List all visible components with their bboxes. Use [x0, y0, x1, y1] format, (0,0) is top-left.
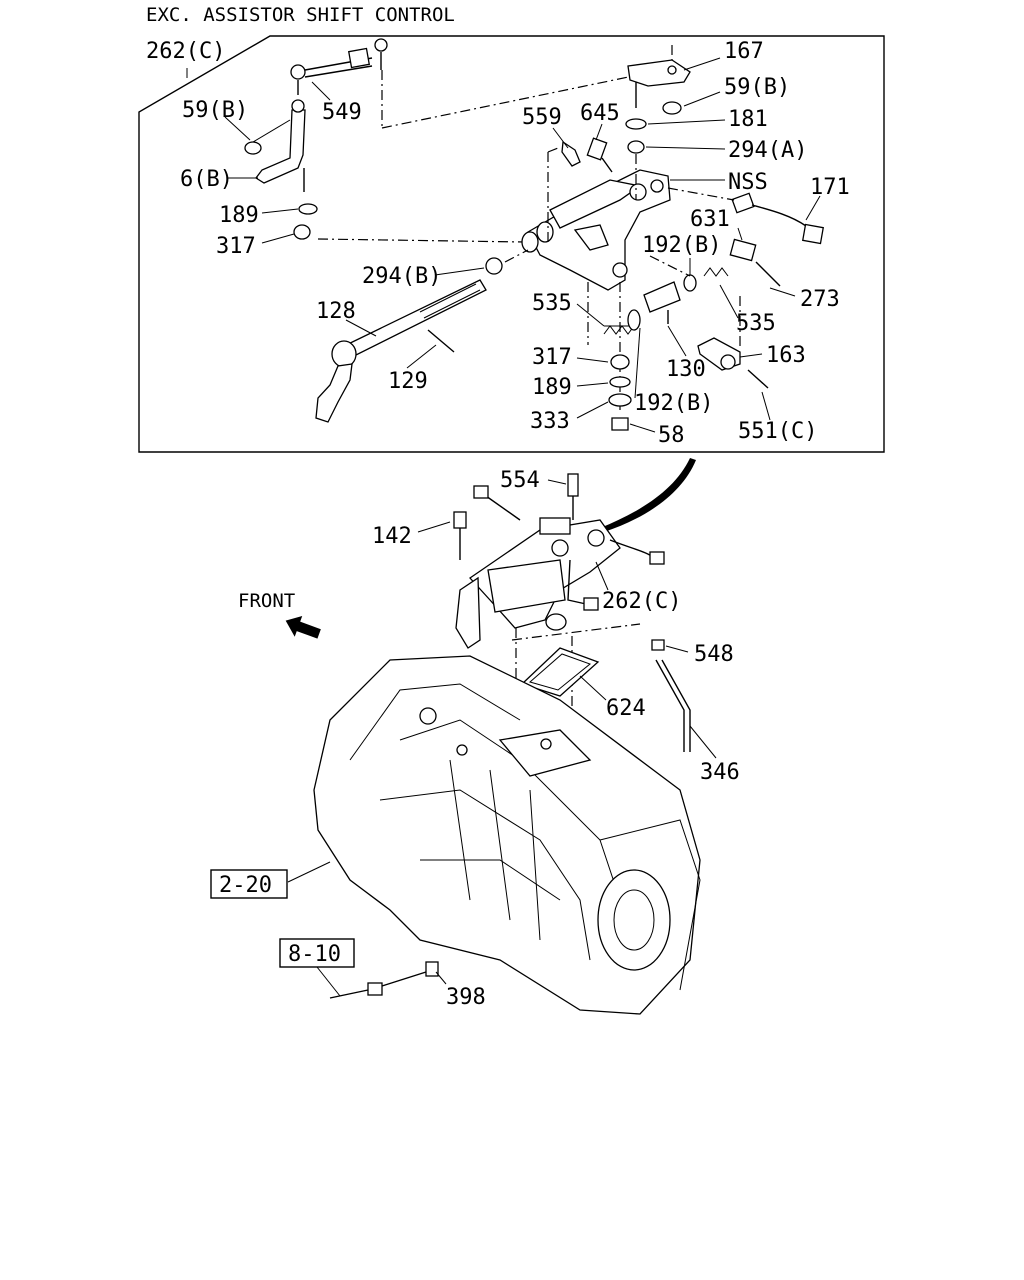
label-554: 554	[500, 468, 540, 493]
washer-192b-top	[683, 274, 697, 292]
inset-labels: 549 59(B) 6(B) 189 317 294(B) 128 129 55…	[180, 39, 850, 448]
oring-189-top	[298, 203, 318, 215]
label-551c: 551(C)	[738, 419, 817, 444]
label-129: 129	[388, 369, 428, 394]
ref-2-20: 2-20	[219, 873, 272, 898]
bushing-294b	[485, 257, 503, 275]
label-6b: 6(B)	[180, 167, 233, 192]
hose-346	[655, 659, 691, 752]
washer-333	[608, 393, 632, 407]
label-273: 273	[800, 287, 840, 312]
label-294b: 294(B)	[362, 264, 441, 289]
bolt-554	[567, 473, 579, 520]
leader-lines-main	[287, 479, 717, 997]
shift-control-assembly	[455, 485, 665, 649]
label-317-bottom: 317	[532, 345, 572, 370]
sensor-398	[329, 961, 439, 999]
label-167: 167	[724, 39, 764, 64]
pin-551c	[747, 369, 769, 389]
label-189-bottom: 189	[532, 375, 572, 400]
label-624: 624	[606, 696, 646, 721]
label-262c: 262(C)	[602, 589, 681, 614]
pin-273	[755, 261, 781, 287]
shift-housing	[521, 169, 671, 291]
label-294a: 294(A)	[728, 138, 807, 163]
label-130: 130	[666, 357, 706, 382]
nut-58	[611, 417, 629, 431]
label-645: 645	[580, 101, 620, 126]
transmission-case	[313, 655, 701, 1015]
callout-arrow	[600, 458, 696, 532]
bushing-294a	[627, 140, 645, 154]
label-nss: NSS	[728, 170, 768, 195]
label-631: 631	[690, 207, 730, 232]
gasket-624	[520, 647, 600, 697]
label-128: 128	[316, 299, 356, 324]
plunger-130	[643, 281, 681, 324]
label-59b-left: 59(B)	[182, 98, 248, 123]
bushing-317-top	[293, 224, 311, 240]
bolt-142	[453, 511, 467, 560]
label-181: 181	[728, 107, 768, 132]
label-58: 58	[658, 423, 685, 448]
label-333: 333	[530, 409, 570, 434]
washer-192b-bottom	[627, 309, 641, 331]
label-192b-bottom: 192(B)	[634, 391, 713, 416]
ref-box-2-20	[210, 869, 288, 899]
fitting-559	[561, 140, 581, 167]
pin-129	[427, 329, 455, 353]
part-631	[729, 238, 757, 262]
washer-181	[625, 118, 647, 130]
spring-535-left	[603, 325, 635, 335]
diagram-title: EXC. ASSISTOR SHIFT CONTROL	[146, 4, 455, 26]
spring-535-right	[703, 267, 729, 277]
lever-6b	[255, 99, 306, 192]
shaft-128	[315, 279, 487, 423]
front-arrow-icon	[285, 616, 321, 639]
label-192b-top: 192(B)	[642, 233, 721, 258]
label-189-top: 189	[219, 203, 259, 228]
nut-59b-left	[244, 119, 291, 155]
label-317-top: 317	[216, 234, 256, 259]
bracket-167	[627, 59, 691, 108]
label-171: 171	[810, 175, 850, 200]
label-535-left: 535	[532, 291, 572, 316]
label-346: 346	[700, 760, 740, 785]
label-59b-right: 59(B)	[724, 75, 790, 100]
label-163: 163	[766, 343, 806, 368]
label-559: 559	[522, 105, 562, 130]
bushing-317-bottom	[610, 354, 630, 370]
label-262c-inset: 262(C)	[146, 39, 225, 64]
inset-frame	[138, 35, 885, 453]
oring-189-bottom	[609, 376, 631, 388]
label-535-right: 535	[736, 311, 776, 336]
leader-lines-inset	[224, 57, 821, 433]
sensor-171	[731, 192, 825, 245]
label-142: 142	[372, 524, 412, 549]
main-labels: 554 142 262(C) 548 624 346 398	[372, 468, 740, 1010]
label-549: 549	[322, 100, 362, 125]
switch-645	[586, 137, 613, 173]
nut-59b-right	[662, 101, 682, 115]
rod-end-549	[290, 38, 388, 95]
lever-163	[697, 337, 741, 371]
front-label: FRONT	[238, 590, 295, 612]
ref-8-10: 8-10	[288, 942, 341, 967]
label-398: 398	[446, 985, 486, 1010]
fitting-548	[651, 639, 665, 651]
label-548: 548	[694, 642, 734, 667]
